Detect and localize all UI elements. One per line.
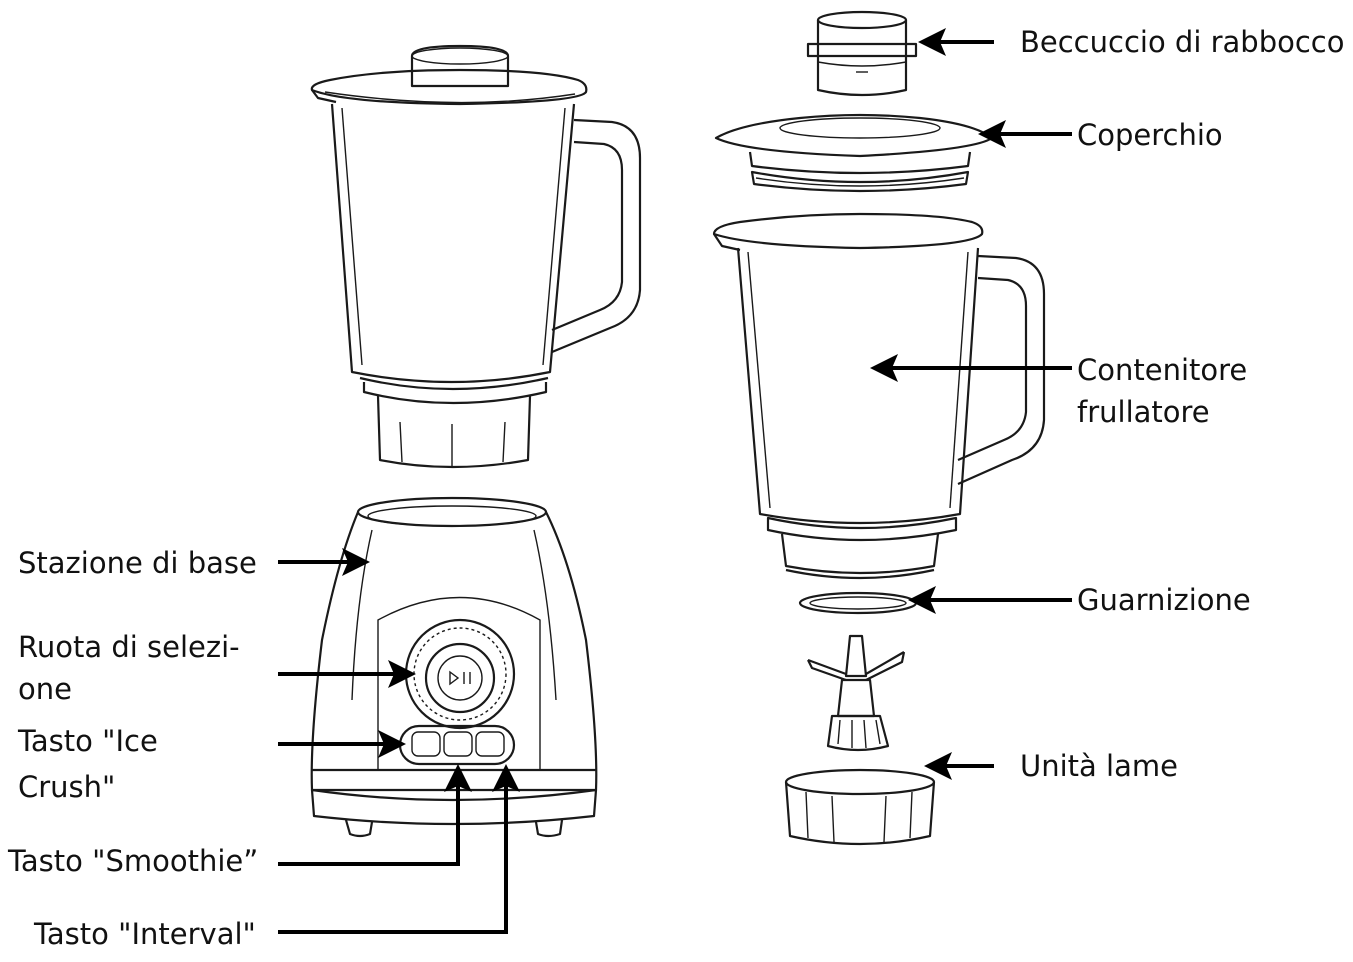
arrow-coperchio xyxy=(978,120,1072,148)
arrow-beccuccio xyxy=(918,28,994,56)
arrow-contenitore xyxy=(870,354,1072,382)
arrow-ice-crush xyxy=(278,730,406,758)
jug-drawing xyxy=(712,212,1046,580)
label-stazione: Stazione di base xyxy=(18,546,257,580)
arrow-interval xyxy=(278,764,520,934)
arrow-guarnizione xyxy=(908,586,1072,614)
label-guarnizione: Guarnizione xyxy=(1077,583,1251,617)
blade-unit-drawing xyxy=(784,634,936,846)
label-beccuccio: Beccuccio di rabbocco xyxy=(1020,25,1345,59)
label-ice-line1: Tasto "Ice xyxy=(18,724,158,758)
fill-cap-drawing xyxy=(806,10,918,97)
arrow-smoothie xyxy=(278,764,472,866)
arrow-stazione xyxy=(278,548,370,576)
label-interval: Tasto "Interval" xyxy=(34,917,256,951)
lid-drawing xyxy=(714,113,994,193)
label-smoothie: Tasto "Smoothie” xyxy=(8,844,259,878)
label-coperchio: Coperchio xyxy=(1077,118,1223,152)
label-unita-lame: Unità lame xyxy=(1020,749,1178,783)
label-ice-line2: Crush" xyxy=(18,770,116,804)
label-contenitore-line1: Contenitore xyxy=(1077,353,1248,387)
assembled-jug-drawing xyxy=(310,44,642,469)
label-contenitore-line2: frullatore xyxy=(1077,395,1210,429)
label-ruota-line1: Ruota di selezi- xyxy=(18,630,240,664)
gasket-drawing xyxy=(798,591,918,615)
label-ruota-line2: one xyxy=(18,672,72,706)
arrow-ruota xyxy=(278,660,416,688)
arrow-unita-lame xyxy=(924,752,994,780)
base-station-drawing xyxy=(310,496,598,838)
